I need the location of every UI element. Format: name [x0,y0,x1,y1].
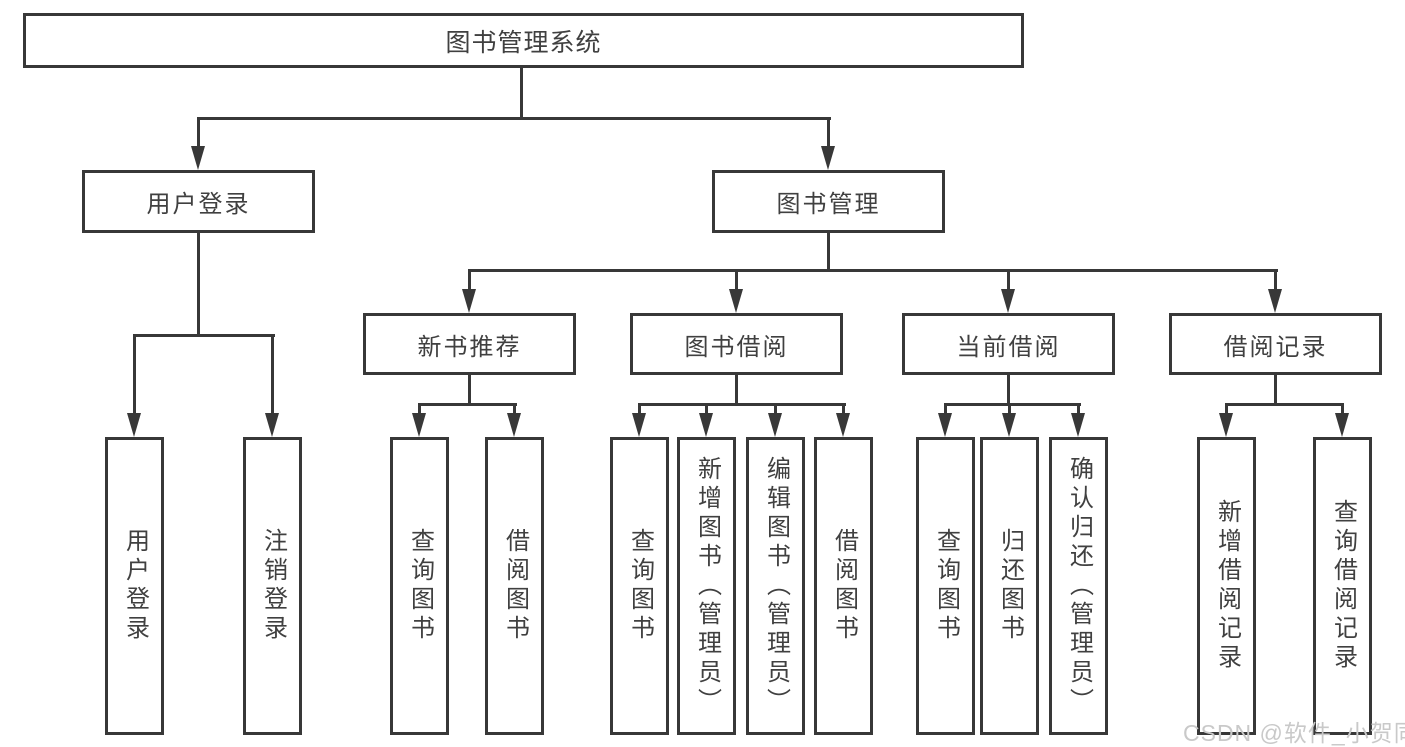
node-leaf-borrowing-borrow-books-label: 借阅图书 [830,528,858,644]
arrowhead-borrowing-borrow-books [836,413,850,437]
node-root: 图书管理系统 [23,13,1024,68]
connector-book-management-stem [827,233,830,272]
arrowhead-return-books [1002,413,1016,437]
arrowhead-user-login [191,146,205,170]
node-leaf-logout-label: 注销登录 [259,528,287,644]
connector-borrowing-stem [735,375,738,406]
connector-drop-book-borrowing [735,269,738,295]
arrowhead-add-borrow-record [1219,413,1233,437]
connector-records-stem [1274,375,1277,406]
node-new-book-recommendation: 新书推荐 [363,313,576,375]
connector-user-login-drop-1 [133,334,136,418]
node-leaf-confirm-return-admin-label: 确认归还（管理员） [1065,455,1093,717]
node-user-login-label: 用户登录 [146,191,251,218]
connector-records-drop-2 [1341,403,1344,419]
arrowhead-book-management [821,146,835,170]
connector-root-drop-right [827,117,830,151]
node-leaf-edit-books-admin: 编辑图书（管理员） [746,437,805,735]
connector-drop-new-book [468,269,471,295]
arrowhead-new-book-recommendation [462,289,476,313]
arrowhead-borrowing-records [1268,289,1282,313]
node-leaf-newrec-borrow-books: 借阅图书 [485,437,544,735]
connector-user-login-stem [197,233,200,337]
arrowhead-add-books-admin [699,413,713,437]
node-leaf-logout: 注销登录 [243,437,302,735]
node-leaf-user-login-label: 用户登录 [121,528,149,644]
connector-new-book-bar [418,403,517,406]
connector-book-management-bar [468,269,1278,272]
connector-borrowing-drop-1 [638,403,641,419]
node-current-borrowing: 当前借阅 [902,313,1115,375]
node-leaf-borrowing-borrow-books: 借阅图书 [814,437,873,735]
node-leaf-newrec-borrow-books-label: 借阅图书 [501,528,529,644]
connector-root-drop-left [197,117,200,151]
node-leaf-return-books: 归还图书 [980,437,1039,735]
node-leaf-add-books-admin: 新增图书（管理员） [677,437,736,735]
connector-root-stem [520,68,523,120]
arrowhead-confirm-return-admin [1071,413,1085,437]
connector-current-drop-2 [1008,403,1011,419]
node-leaf-newrec-query-books-label: 查询图书 [406,528,434,644]
connector-records-drop-1 [1225,403,1228,419]
arrowhead-leaf-user-login [127,413,141,437]
node-leaf-add-borrow-record-label: 新增借阅记录 [1213,499,1241,673]
arrowhead-query-borrow-records [1335,413,1349,437]
node-leaf-borrowing-query-books-label: 查询图书 [626,528,654,644]
node-book-management-label: 图书管理 [776,191,881,218]
connector-borrowing-drop-4 [842,403,845,419]
node-leaf-user-login: 用户登录 [105,437,164,735]
connector-current-drop-3 [1077,403,1080,419]
connector-user-login-bar [133,334,275,337]
node-leaf-confirm-return-admin: 确认归还（管理员） [1049,437,1108,735]
node-book-borrowing: 图书借阅 [630,313,843,375]
node-current-borrowing-label: 当前借阅 [956,333,1061,361]
connector-borrowing-drop-3 [774,403,777,419]
connector-current-drop-1 [944,403,947,419]
node-leaf-add-borrow-record: 新增借阅记录 [1197,437,1256,735]
node-leaf-current-query-books-label: 查询图书 [932,528,960,644]
node-leaf-return-books-label: 归还图书 [996,528,1024,644]
connector-drop-current-borrowing [1007,269,1010,295]
arrowhead-book-borrowing [729,289,743,313]
arrowhead-edit-books-admin [768,413,782,437]
connector-records-bar [1225,403,1344,406]
watermark-text: CSDN @软件_小贺同学 [1183,720,1405,746]
connector-current-stem [1007,375,1010,406]
node-book-management: 图书管理 [712,170,945,233]
node-new-book-recommendation-label: 新书推荐 [417,333,522,361]
connector-new-book-drop-1 [418,403,421,419]
node-leaf-query-borrow-records-label: 查询借阅记录 [1329,499,1357,673]
arrowhead-borrowing-query-books [632,413,646,437]
node-leaf-edit-books-admin-label: 编辑图书（管理员） [762,455,790,717]
arrowhead-current-borrowing [1001,289,1015,313]
arrowhead-newrec-query-books [412,413,426,437]
node-leaf-current-query-books: 查询图书 [916,437,975,735]
connector-new-book-stem [468,375,471,406]
connector-drop-borrowing-records [1274,269,1277,295]
node-user-login: 用户登录 [82,170,315,233]
node-root-label: 图书管理系统 [445,28,602,57]
node-leaf-borrowing-query-books: 查询图书 [610,437,669,735]
arrowhead-newrec-borrow-books [507,413,521,437]
node-borrowing-records-label: 借阅记录 [1223,333,1328,361]
node-leaf-newrec-query-books: 查询图书 [390,437,449,735]
node-book-borrowing-label: 图书借阅 [684,333,789,361]
connector-root-bar [197,117,831,120]
connector-borrowing-bar [638,403,846,406]
node-leaf-add-books-admin-label: 新增图书（管理员） [693,455,721,717]
arrowhead-leaf-logout [265,413,279,437]
connector-borrowing-drop-2 [705,403,708,419]
connector-current-bar [944,403,1081,406]
connector-user-login-drop-2 [271,334,274,418]
node-borrowing-records: 借阅记录 [1169,313,1382,375]
arrowhead-current-query-books [938,413,952,437]
node-leaf-query-borrow-records: 查询借阅记录 [1313,437,1372,735]
connector-new-book-drop-2 [513,403,516,419]
